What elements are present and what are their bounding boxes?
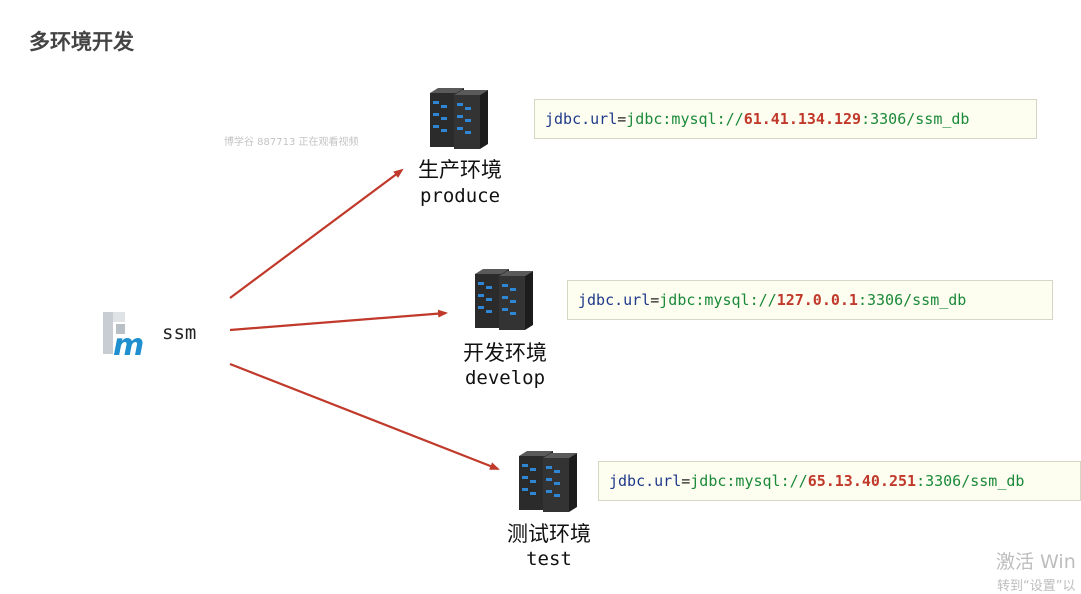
jdbc-ip: 65.13.40.251 — [807, 472, 917, 490]
arrow-to-develop — [229, 309, 448, 332]
jdbc-eq: = — [617, 110, 627, 128]
jdbc-suffix: :3306/ssm_db — [857, 291, 967, 309]
env-name-produce: 生产环境 — [418, 158, 502, 182]
jdbc-suffix: :3306/ssm_db — [861, 110, 970, 128]
jdbc-key: jdbc.url — [578, 291, 651, 309]
jdbc-suffix: :3306/ssm_db — [916, 472, 1025, 490]
jdbc-config-test: jdbc.url=jdbc:mysql://65.13.40.251:3306/… — [598, 461, 1081, 501]
env-code-produce: produce — [419, 185, 501, 207]
jdbc-eq: = — [681, 472, 691, 490]
jdbc-key: jdbc.url — [609, 472, 682, 490]
jdbc-ip: 127.0.0.1 — [776, 291, 858, 309]
viewer-watermark: 博学谷 887713 正在观看视频 — [224, 137, 359, 148]
jdbc-prefix: jdbc:mysql:// — [626, 110, 744, 128]
env-code-develop: develop — [464, 367, 546, 389]
source-project-label: ssm — [162, 322, 197, 344]
env-name-develop: 开发环境 — [463, 341, 547, 365]
jdbc-ip: 61.41.134.129 — [743, 110, 862, 128]
page-title: 多环境开发 — [29, 30, 134, 54]
jdbc-prefix: jdbc:mysql:// — [690, 472, 808, 490]
jdbc-prefix: jdbc:mysql:// — [659, 291, 777, 309]
jdbc-eq: = — [650, 291, 660, 309]
maven-m-icon: m — [103, 312, 144, 358]
jdbc-config-develop: jdbc.url=jdbc:mysql://127.0.0.1:3306/ssm… — [567, 280, 1053, 320]
os-activation-notice: 激活 Win — [996, 551, 1076, 573]
arrow-to-produce — [229, 168, 404, 299]
arrow-to-test — [229, 362, 500, 471]
jdbc-key: jdbc.url — [545, 110, 618, 128]
env-name-test: 测试环境 — [507, 522, 591, 546]
svg-text:m: m — [113, 328, 144, 358]
server-icon — [475, 269, 533, 330]
server-icon — [430, 88, 488, 149]
env-code-test: test — [526, 548, 572, 570]
server-icon — [519, 451, 577, 512]
os-activation-hint: 转到“设置”以 — [997, 579, 1076, 594]
jdbc-config-produce: jdbc.url=jdbc:mysql://61.41.134.129:3306… — [534, 99, 1037, 139]
